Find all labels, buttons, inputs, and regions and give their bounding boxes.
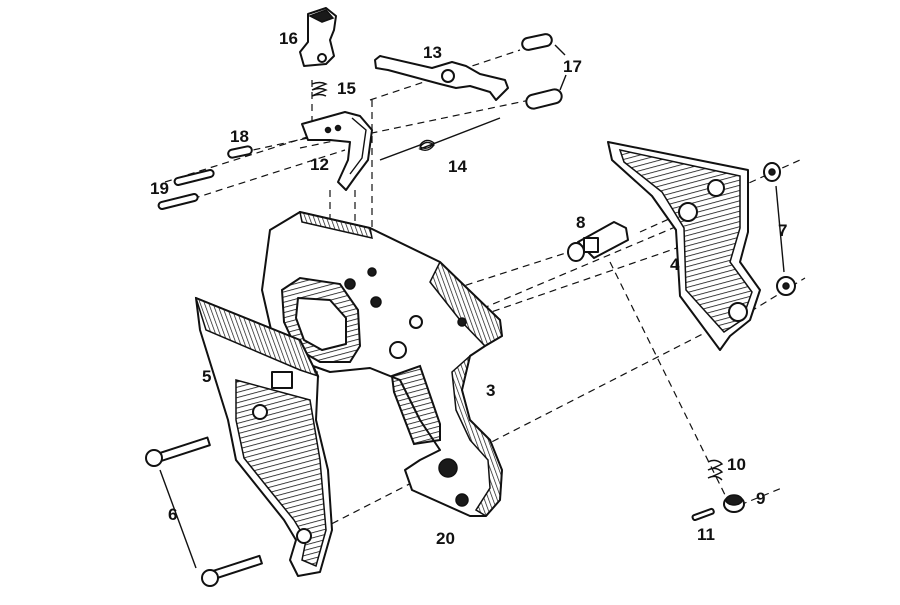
label-12: 12 <box>310 155 329 174</box>
label-13: 13 <box>423 43 442 62</box>
part-14-spring <box>379 117 501 161</box>
label-9: 9 <box>756 489 766 508</box>
label-7: 7 <box>778 221 788 240</box>
part-13-trigger-bar <box>374 55 509 101</box>
label-6: 6 <box>168 505 178 524</box>
label-19: 19 <box>150 179 169 198</box>
part-8-safety <box>567 221 629 262</box>
part-5-grip-left <box>194 296 333 577</box>
label-16: 16 <box>279 29 298 48</box>
part-6-screws <box>145 436 263 587</box>
part-15-spring <box>311 81 328 97</box>
label-20: 20 <box>436 529 455 548</box>
label-18: 18 <box>230 127 249 146</box>
part-9-10-11-detent <box>691 459 745 522</box>
part-3-frame <box>261 211 503 517</box>
label-10: 10 <box>727 455 746 474</box>
label-17: 17 <box>563 57 582 76</box>
part-16-magazine-catch <box>299 7 337 67</box>
label-14: 14 <box>448 157 467 176</box>
part-18-19-pins <box>157 145 253 210</box>
label-4: 4 <box>670 255 680 274</box>
part-4-grip-right <box>607 141 761 351</box>
part-17-pins <box>521 33 567 110</box>
label-11: 11 <box>697 525 715 544</box>
label-8: 8 <box>576 213 586 232</box>
label-3: 3 <box>486 381 496 400</box>
label-5: 5 <box>202 367 212 386</box>
part-7-nuts <box>763 162 796 296</box>
part-12-sear <box>301 111 373 191</box>
label-15: 15 <box>337 79 356 98</box>
